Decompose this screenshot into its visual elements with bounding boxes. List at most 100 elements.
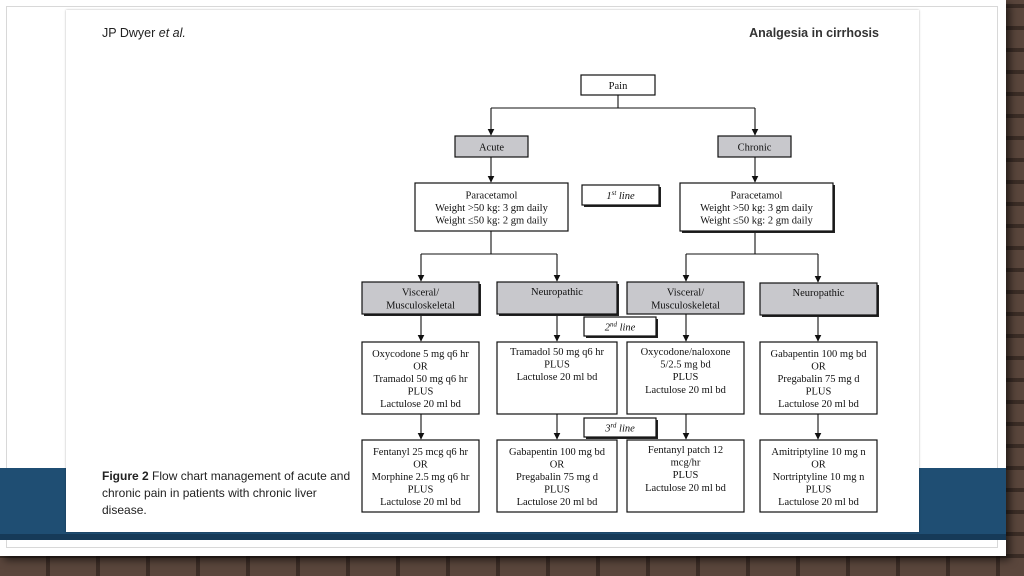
- node-chronic-paracetamol-line: Paracetamol: [731, 190, 783, 201]
- node-chronic-visceral: Visceral/Musculoskeletal: [626, 281, 745, 315]
- node-chronic-neuro-3rd-line: Amitriptyline 10 mg n: [771, 447, 866, 458]
- node-acute-neuro-2nd-frame: [496, 341, 618, 415]
- node-chronic-paracetamol-line: Weight ≤50 kg: 2 gm daily: [700, 216, 813, 227]
- node-acute-frame: [454, 135, 529, 158]
- node-pain-frame: [580, 74, 656, 96]
- flowchart-connectors: [417, 95, 822, 440]
- node-acute-2nd-line: Oxycodone 5 mg q6 hr: [372, 349, 469, 360]
- node-chronic-2nd-frame: [626, 341, 745, 415]
- node-chronic-3rd-line: Lactulose 20 ml bd: [645, 483, 727, 494]
- third-line-label-text: 3rd line: [604, 422, 635, 435]
- node-chronic-neuro-3rd-line: PLUS: [806, 485, 832, 496]
- node-acute-3rd-line: PLUS: [408, 485, 434, 496]
- node-chronic-2nd-line: Lactulose 20 ml bd: [645, 385, 727, 396]
- node-chronic-2nd-line: PLUS: [673, 372, 699, 383]
- node-acute-paracetamol-line: Weight ≤50 kg: 2 gm daily: [435, 216, 548, 227]
- node-acute-paracetamol-line: Weight >50 kg: 3 gm daily: [435, 203, 548, 214]
- node-chronic-neuro-3rd-line: Lactulose 20 ml bd: [778, 497, 860, 508]
- second-line-label-text: 2nd line: [605, 321, 636, 334]
- third-line-label: 3rd line: [583, 417, 658, 439]
- node-chronic-3rd-line: Fentanyl patch 12: [648, 445, 723, 456]
- author-etal: et al.: [158, 26, 186, 40]
- node-acute-3rd-line: OR: [413, 459, 428, 470]
- node-acute-neuro-3rd-line: Gabapentin 100 mg bd: [509, 447, 606, 458]
- running-header-title: Analgesia in cirrhosis: [749, 26, 879, 40]
- node-acute-visceral-frame: [361, 281, 480, 315]
- node-acute-neuro-3rd-frame: [496, 439, 618, 513]
- node-chronic-visceral-frame: [626, 281, 745, 315]
- node-acute-visceral: Visceral/Musculoskeletal: [361, 281, 481, 316]
- node-chronic-neuro-2nd-line: Lactulose 20 ml bd: [778, 399, 860, 410]
- figure-label: Figure 2: [102, 469, 149, 483]
- node-chronic-2nd-line: Oxycodone/naloxone: [641, 347, 731, 358]
- node-chronic-visceral-line: Visceral/: [667, 288, 704, 299]
- node-acute-neuropathic-frame: [496, 281, 618, 315]
- node-acute-3rd-line: Lactulose 20 ml bd: [380, 497, 462, 508]
- node-acute-neuro-3rd-line: PLUS: [544, 485, 570, 496]
- node-acute-visceral-line: Musculoskeletal: [386, 300, 455, 311]
- node-acute-neuro-3rd-line: Lactulose 20 ml bd: [517, 497, 599, 508]
- node-acute-3rd-frame: [361, 439, 480, 513]
- second-line-label-frame: [583, 316, 657, 337]
- node-acute-neuro-2nd-line: Tramadol 50 mg q6 hr: [510, 347, 605, 358]
- node-chronic-neuro-3rd-line: Nortriptyline 10 mg n: [773, 472, 866, 483]
- node-acute-line: Acute: [479, 143, 504, 154]
- node-pain-line: Pain: [609, 81, 628, 92]
- node-chronic: Chronic: [717, 135, 792, 158]
- node-acute-neuro-3rd-line: OR: [550, 459, 565, 470]
- node-chronic-neuro-3rd-frame: [759, 439, 878, 513]
- journal-page: JP Dwyer et al. Analgesia in cirrhosis P…: [66, 10, 919, 532]
- node-chronic-neuro-3rd: Amitriptyline 10 mg nOR Nortriptyline 10 …: [759, 439, 878, 513]
- author-name: JP Dwyer: [102, 26, 156, 40]
- node-acute-neuropathic-line: Neuropathic: [531, 287, 583, 298]
- node-acute-2nd-line: Lactulose 20 ml bd: [380, 399, 462, 410]
- node-acute-2nd-frame: [361, 341, 480, 415]
- first-line-label-text: 1st line: [606, 189, 635, 202]
- node-chronic-neuro-2nd-line: OR: [811, 361, 826, 372]
- third-line-label-frame: [583, 417, 657, 438]
- node-chronic-neuro-3rd-line: OR: [811, 459, 826, 470]
- node-acute-3rd-line: Morphine 2.5 mg q6 hr: [372, 472, 470, 483]
- node-acute-3rd-line: Fentanyl 25 mcg q6 hr: [373, 447, 469, 458]
- slide-frame: [6, 6, 998, 548]
- node-chronic-neuropathic-line: Neuropathic: [793, 288, 845, 299]
- node-acute: Acute: [454, 135, 529, 158]
- node-chronic-3rd-line: PLUS: [673, 470, 699, 481]
- slide: JP Dwyer et al. Analgesia in cirrhosis P…: [0, 0, 1006, 556]
- node-pain: Pain: [580, 74, 656, 96]
- node-chronic-3rd-frame: [626, 439, 745, 513]
- figure-caption: Figure 2 Flow chart management of acute …: [102, 468, 352, 519]
- node-acute-paracetamol-line: Paracetamol: [466, 190, 518, 201]
- running-header-author: JP Dwyer et al.: [102, 26, 186, 40]
- first-line-label: 1st line: [581, 184, 661, 207]
- first-line-label-frame: [581, 184, 660, 206]
- node-acute-neuro-2nd-line: PLUS: [544, 360, 570, 371]
- node-acute-2nd-line: Tramadol 50 mg q6 hr: [373, 374, 468, 385]
- node-chronic-line: Chronic: [738, 143, 772, 154]
- node-acute-2nd-line: OR: [413, 361, 428, 372]
- node-chronic-frame: [717, 135, 792, 158]
- node-acute-neuropathic: Neuropathic: [496, 281, 619, 316]
- node-chronic-neuropathic: Neuropathic: [759, 282, 879, 317]
- node-acute-neuro-3rd-line: Pregabalin 75 mg d: [516, 472, 599, 483]
- node-chronic-neuro-2nd-line: Gabapentin 100 mg bd: [771, 349, 868, 360]
- node-acute-visceral-line: Visceral/: [402, 288, 439, 299]
- node-acute-neuro-2nd-line: Lactulose 20 ml bd: [517, 372, 599, 383]
- node-chronic-3rd-line: mcg/hr: [671, 458, 701, 469]
- node-acute-2nd-line: PLUS: [408, 387, 434, 398]
- second-line-label: 2nd line: [583, 316, 658, 338]
- node-chronic-neuro-2nd-line: Pregabalin 75 mg d: [778, 374, 861, 385]
- node-chronic-neuro-2nd-frame: [759, 341, 878, 415]
- node-chronic-neuro-2nd-line: PLUS: [806, 387, 832, 398]
- node-chronic-visceral-line: Musculoskeletal: [651, 300, 720, 311]
- caption-text: Flow chart management of acute and chron…: [102, 469, 351, 517]
